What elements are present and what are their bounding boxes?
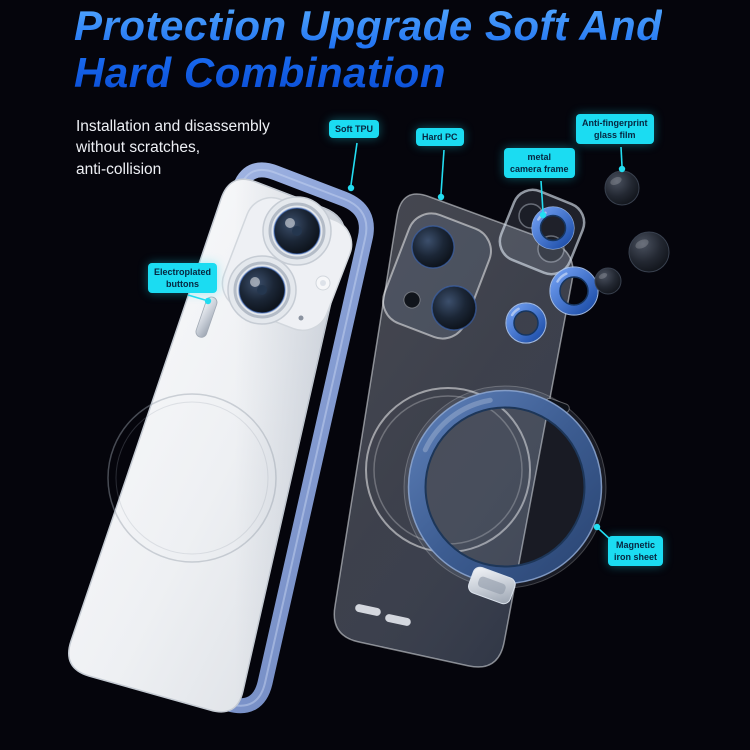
callout-metal-camera-frame: metal camera frame (504, 148, 575, 179)
callout-connectors (187, 142, 626, 542)
callout-magnetic-iron-sheet: Magnetic iron sheet (608, 536, 664, 567)
phone-body (68, 178, 353, 713)
lens-ring-2 (549, 266, 599, 316)
callout-hard-pc: Hard PC (416, 128, 464, 147)
camera-lens-rings (505, 206, 599, 344)
callout-soft-tpu: Soft TPU (329, 120, 379, 139)
callout-electroplated-buttons: Electroplated buttons (148, 263, 218, 294)
title-line-1: Protection Upgrade Soft And (74, 2, 663, 49)
case-camera-cutout (382, 212, 492, 340)
subtitle: Installation and disassembly without scr… (76, 118, 270, 178)
lens-ring-3 (505, 302, 547, 344)
lens-ring-1 (531, 206, 575, 250)
connector-electroplated (187, 294, 206, 301)
case-speaker-slot (385, 614, 411, 626)
callout-anti-fingerprint-glass-film: Anti-fingerprint glass film (576, 114, 654, 145)
glass-film-2 (628, 231, 670, 273)
connector-metal-camera-frame (540, 180, 544, 213)
camera-lens-top (262, 196, 332, 266)
phone-camera-module (221, 196, 353, 332)
page-title: Protection Upgrade Soft And Hard Combina… (74, 2, 662, 96)
glass-film-3 (594, 267, 622, 295)
anti-fingerprint-glass-films (594, 170, 670, 295)
connector-hard-pc (440, 149, 445, 195)
title-line-2: Hard Combination (74, 49, 446, 97)
camera-mic-dot (298, 315, 304, 321)
glass-film-1 (604, 170, 640, 206)
electroplated-side-button (195, 296, 218, 338)
phone-magsafe-guide (107, 393, 277, 563)
case-port-slot (355, 604, 381, 616)
connector-anti-fingerprint (620, 146, 623, 167)
connector-soft-tpu (350, 142, 358, 186)
magnetic-ring-holder (403, 385, 607, 605)
camera-lens-bottom (227, 255, 297, 325)
